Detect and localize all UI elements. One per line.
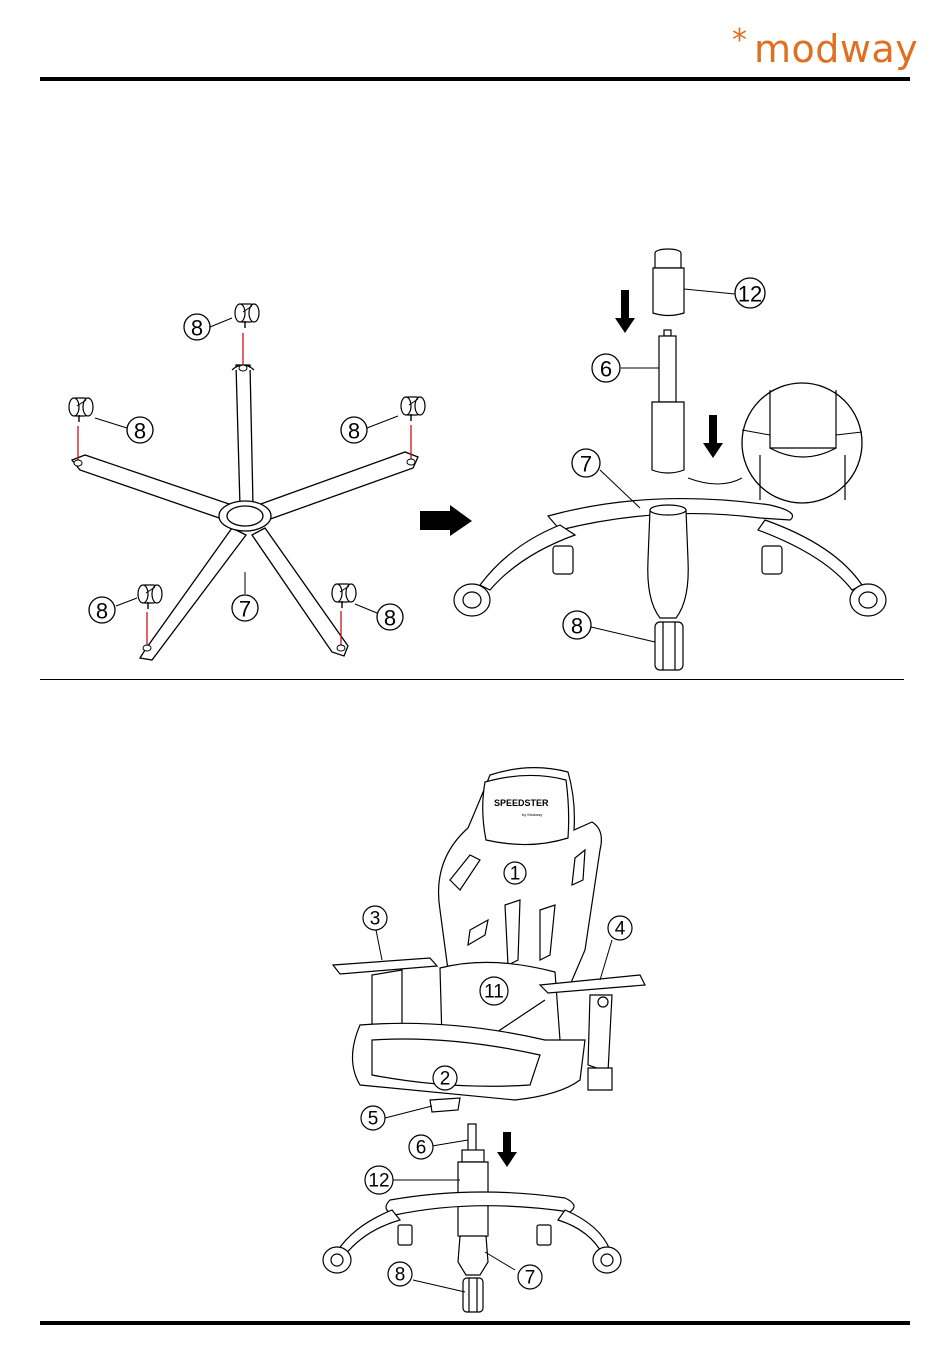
- callout-caster-right: 8: [348, 419, 360, 444]
- callout-cylinder: 6: [416, 1138, 427, 1159]
- gas-cylinder-cover: [653, 249, 684, 316]
- callout-base: 7: [239, 597, 251, 622]
- callout-seat: 2: [440, 1069, 451, 1090]
- down-arrow-icon: [615, 290, 635, 333]
- callout-cylinder-cover: 12: [368, 1171, 389, 1192]
- callout-caster-bottom-left: 8: [96, 599, 108, 624]
- callout-armrest-right: 4: [615, 919, 626, 940]
- step3-diagram: SPEEDSTER by Modway: [323, 768, 645, 1312]
- callout-caster: 8: [571, 614, 583, 639]
- caster-left: [69, 398, 93, 422]
- callout-caster-bottom-right: 8: [384, 606, 396, 631]
- step2-diagram: 12 6 7 8: [454, 249, 886, 670]
- star-base-side-view: [454, 499, 886, 670]
- callout-mechanism: 5: [368, 1109, 379, 1130]
- caster-right: [401, 397, 425, 421]
- next-step-arrow-icon: [420, 505, 472, 536]
- caster-bottom-right: [332, 584, 356, 608]
- down-arrow-icon: [497, 1132, 517, 1167]
- callout-backrest: 1: [510, 864, 521, 885]
- down-arrow-icon: [703, 415, 723, 458]
- callout-caster-left: 8: [134, 419, 146, 444]
- step1-diagram: 8 8 8 8 8 7: [69, 304, 425, 660]
- callout-base: 7: [580, 452, 592, 477]
- callout-lumbar-pillow: 11: [484, 982, 504, 1003]
- gas-cylinder: [652, 330, 684, 473]
- callout-armrest-left: 3: [370, 909, 381, 930]
- backrest-brand: SPEEDSTER: [494, 798, 549, 808]
- callout-caster: 8: [395, 1265, 406, 1286]
- backrest-brand-sub: by Modway: [522, 812, 542, 817]
- seat-mechanism: [430, 1098, 460, 1112]
- caster-top: [235, 304, 259, 328]
- callout-cylinder-cover: 12: [738, 282, 762, 307]
- callout-base: 7: [525, 1268, 536, 1289]
- caster-bottom-left: [138, 585, 162, 609]
- callout-caster-top: 8: [191, 316, 203, 341]
- callout-cylinder: 6: [600, 357, 612, 382]
